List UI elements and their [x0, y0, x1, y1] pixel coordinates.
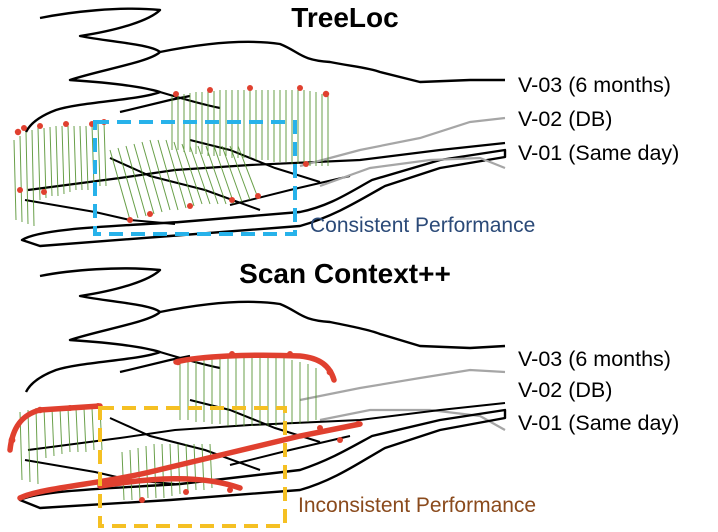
highlight-box-treeloc: [93, 120, 297, 236]
annotation-treeloc: Consistent Performance: [310, 214, 535, 237]
trajectory-v01-outline: [20, 148, 507, 248]
trajectory-v03-sc: [24, 267, 506, 393]
label-v01-scancontext: V-01 (Same day): [518, 411, 679, 435]
panel-scancontext: Scan Context++ V-03 (6 months) V-02 (DB)…: [7, 258, 679, 528]
trajectory-v03-branch: [119, 90, 221, 114]
label-v02-treeloc: V-02 (DB): [518, 107, 612, 131]
label-v02-scancontext: V-02 (DB): [518, 378, 612, 402]
label-v01-treeloc: V-01 (Same day): [518, 141, 679, 165]
panel-title-treeloc: TreeLoc: [291, 2, 398, 33]
trajectory-v01-sc: [18, 408, 507, 510]
highlight-box-scancontext: [98, 406, 287, 528]
annotation-scancontext: Inconsistent Performance: [298, 494, 536, 517]
label-v03-treeloc: V-03 (6 months): [518, 73, 671, 97]
label-v03-scancontext: V-03 (6 months): [518, 347, 671, 371]
failure-points-treeloc: [14, 85, 330, 223]
trajectory-v03: [24, 7, 505, 133]
panel-treeloc: TreeLoc V-03 (6 months) V-02 (DB) V-01 (…: [13, 2, 679, 248]
trajectory-v02-db: [299, 116, 506, 188]
panel-title-scancontext: Scan Context++: [239, 258, 451, 289]
trajectory-v01-inner: [27, 141, 506, 192]
match-lines-treeloc: [13, 90, 329, 227]
